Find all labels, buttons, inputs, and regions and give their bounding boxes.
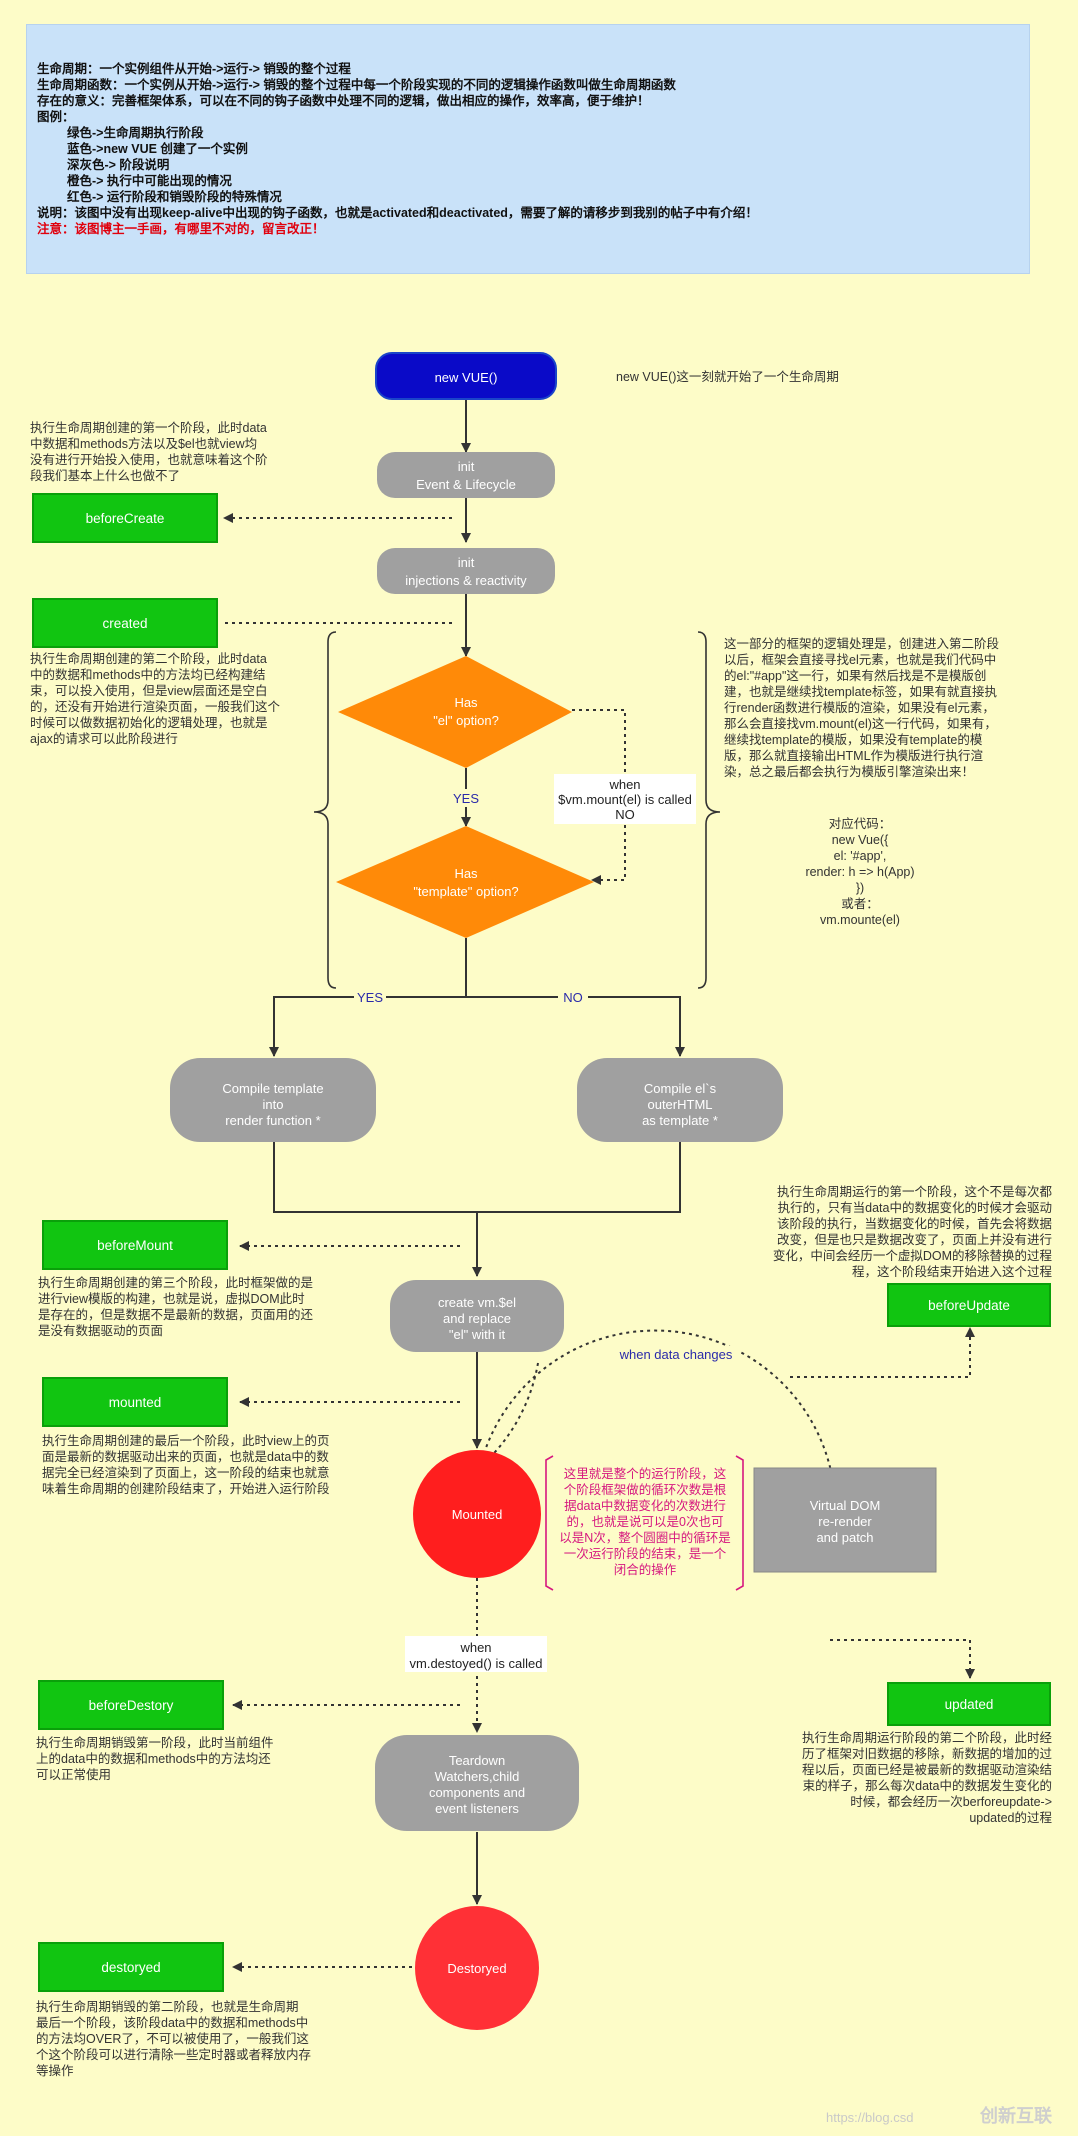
svg-text:render function *: render function * <box>225 1113 320 1128</box>
hook-destoryed: destoryed <box>38 1942 224 1992</box>
legend-item-blue: 蓝色->new VUE 创建了一个实例 <box>67 142 248 156</box>
node-mounted: Mounted <box>413 1450 541 1578</box>
node-create-vm: create vm.$el and replace "el" with it <box>390 1280 564 1352</box>
svg-text:$vm.mount(el) is called: $vm.mount(el) is called <box>558 792 692 807</box>
svg-text:Compile template: Compile template <box>222 1081 323 1096</box>
edge-label-when-data-changes: when data changes <box>612 1346 740 1362</box>
legend-line: 生命周期：一个实例组件从开始->运行-> 销毁的整个过程 <box>37 62 351 76</box>
note-before-update: 执行生命周期运行的第一个阶段，这个不是每次都 执行的，只有当data中的数据变化… <box>772 1185 1052 1279</box>
svg-text:when: when <box>459 1640 491 1655</box>
dotted-lines <box>223 513 975 1972</box>
svg-text:and replace: and replace <box>443 1311 511 1326</box>
node-init-injections: init injections & reactivity <box>377 548 555 594</box>
hook-before-create: beforeCreate <box>32 493 218 543</box>
note-logic: 这一部分的框架的逻辑处理是，创建进入第二阶段 以后，框架会直接寻找el元素，也就… <box>724 637 1000 779</box>
svg-text:into: into <box>263 1097 284 1112</box>
svg-text:NO: NO <box>563 990 583 1005</box>
svg-text:as template *: as template * <box>642 1113 718 1128</box>
svg-text:YES: YES <box>357 990 383 1005</box>
node-virtual-dom: Virtual DOM re-render and patch <box>753 1467 937 1573</box>
edge-label-no-template: NO <box>558 989 588 1006</box>
note-mounted: 执行生命周期创建的最后一个阶段，此时view上的页 面是最新的数据驱动出来的页面… <box>42 1434 330 1496</box>
legend-line: 生命周期函数：一个实例从开始->运行-> 销毁的整个过程中每一个阶段实现的不同的… <box>37 78 676 92</box>
svg-text:event listeners: event listeners <box>435 1801 519 1816</box>
watermark-brand: 创新互联 <box>980 2106 1052 2126</box>
svg-text:Watchers,child: Watchers,child <box>435 1769 520 1784</box>
svg-text:Compile el`s: Compile el`s <box>644 1081 717 1096</box>
svg-text:create vm.$el: create vm.$el <box>438 1295 516 1310</box>
pink-brackets <box>545 1455 744 1591</box>
hook-created: created <box>32 598 218 648</box>
legend-box: 生命周期：一个实例组件从开始->运行-> 销毁的整个过程 生命周期函数：一个实例… <box>26 24 1030 274</box>
legend-item-red: 红色-> 运行阶段和销毁阶段的特殊情况 <box>67 190 282 204</box>
svg-text:"el" option?: "el" option? <box>433 713 499 728</box>
note-new-vue: new VUE()这一刻就开始了一个生命周期 <box>616 370 839 384</box>
svg-text:Teardown: Teardown <box>449 1753 505 1768</box>
svg-text:injections & reactivity: injections & reactivity <box>405 573 527 588</box>
note-updated: 执行生命周期运行阶段的第二个阶段，此时经 历了框架对旧数据的移除，新数据的增加的… <box>801 1731 1052 1825</box>
svg-text:re-render: re-render <box>818 1514 872 1529</box>
node-compile-template: Compile template into render function * <box>170 1058 376 1142</box>
legend-item-green: 绿色->生命周期执行阶段 <box>67 126 204 140</box>
svg-text:when data changes: when data changes <box>619 1347 733 1362</box>
svg-text:NO: NO <box>615 807 635 822</box>
hook-mounted: mounted <box>42 1377 228 1427</box>
svg-text:YES: YES <box>453 791 479 806</box>
node-new-vue-label: new VUE() <box>435 370 498 385</box>
node-has-template: Has "template" option? <box>336 826 594 938</box>
svg-text:components and: components and <box>429 1785 525 1800</box>
svg-text:"template" option?: "template" option? <box>413 884 518 899</box>
right-brace <box>697 631 721 989</box>
legend-explain: 说明：该图中没有出现keep-alive中出现的钩子函数，也就是activate… <box>37 206 758 220</box>
svg-text:Event & Lifecycle: Event & Lifecycle <box>416 477 516 492</box>
node-init-events: init Event & Lifecycle <box>377 452 555 498</box>
legend-notice: 注意：该图博主一手画，有哪里不对的，留言改正！ <box>37 222 325 236</box>
edge-label-yes-el: YES <box>450 789 482 807</box>
node-new-vue: new VUE() <box>375 352 557 400</box>
svg-text:init: init <box>458 555 475 570</box>
svg-text:Virtual DOM: Virtual DOM <box>810 1498 881 1513</box>
left-brace <box>313 631 337 989</box>
svg-text:Has: Has <box>454 695 478 710</box>
legend-line: 图例： <box>37 110 75 124</box>
note-created: 执行生命周期创建的第二个阶段，此时data 中的数据和methods中的方法均已… <box>30 652 281 746</box>
svg-text:and patch: and patch <box>816 1530 873 1545</box>
svg-text:Destoryed: Destoryed <box>447 1961 506 1976</box>
note-before-create: 执行生命周期创建的第一个阶段，此时data 中数据和methods方法以及$el… <box>30 421 268 483</box>
note-loop: 这里就是整个的运行阶段，这 个阶段框架做的循环次数是根 据data中数据变化的次… <box>559 1467 731 1577</box>
hook-before-update: beforeUpdate <box>887 1283 1051 1327</box>
note-before-destory: 执行生命周期销毁第一阶段，此时当前组件 上的data中的数据和methods中的… <box>36 1736 274 1782</box>
node-has-el: Has "el" option? <box>338 656 572 768</box>
svg-text:vm.destoyed() is called: vm.destoyed() is called <box>410 1656 543 1671</box>
note-destoryed: 执行生命周期销毁的第二阶段，也就是生命周期 最后一个阶段，该阶段data中的数据… <box>36 2000 312 2078</box>
hook-before-mount: beforeMount <box>42 1220 228 1270</box>
edge-label-when-mount: when $vm.mount(el) is called NO <box>554 774 696 824</box>
hook-before-destory: beforeDestory <box>38 1680 224 1730</box>
legend-item-gray: 深灰色-> 阶段说明 <box>67 158 170 172</box>
svg-text:Mounted: Mounted <box>452 1507 503 1522</box>
legend-line: 存在的意义：完善框架体系，可以在不同的钩子函数中处理不同的逻辑，做出相应的操作，… <box>37 94 650 108</box>
legend-item-orange: 橙色-> 执行中可能出现的情况 <box>67 174 232 188</box>
svg-text:"el" with it: "el" with it <box>449 1327 506 1342</box>
note-code: 对应代码： new Vue({ el: '#app', render: h =>… <box>805 817 915 927</box>
svg-text:when: when <box>608 777 640 792</box>
watermark-url: https://blog.csd <box>826 2110 914 2125</box>
hook-updated: updated <box>887 1682 1051 1726</box>
edge-label-when-destroyed: when vm.destoyed() is called <box>405 1636 547 1672</box>
node-destroyed-circle: Destoryed <box>415 1906 539 2030</box>
node-compile-el: Compile el`s outerHTML as template * <box>577 1058 783 1142</box>
svg-text:Has: Has <box>454 866 478 881</box>
node-teardown: Teardown Watchers,child components and e… <box>375 1735 579 1831</box>
svg-text:init: init <box>458 459 475 474</box>
note-before-mount: 执行生命周期创建的第三个阶段，此时框架做的是 进行view模版的构建，也就是说，… <box>38 1276 314 1338</box>
svg-text:outerHTML: outerHTML <box>647 1097 712 1112</box>
edge-label-yes-template: YES <box>354 989 386 1006</box>
